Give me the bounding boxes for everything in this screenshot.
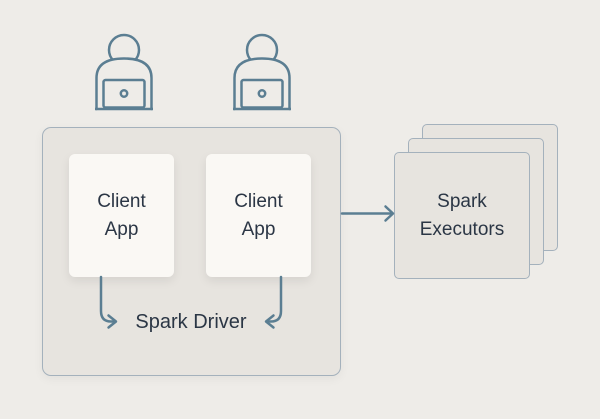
spark-executors-label-line2: Executors <box>419 218 505 240</box>
user-laptop-icon <box>233 33 291 111</box>
spark-driver-label: Spark Driver <box>135 311 247 333</box>
client-app-label-line1: Client <box>234 190 283 212</box>
client-app-label-line2: App <box>104 218 139 240</box>
client-app-box: Client App <box>69 154 174 277</box>
arrow-driver-to-executors <box>340 205 395 222</box>
client-app-label-line2: App <box>241 218 276 240</box>
spark-executors-box: Spark Executors <box>394 152 530 279</box>
user-laptop-icon <box>95 33 153 111</box>
client-app-label-line1: Client <box>97 190 146 212</box>
spark-executors-label-line1: Spark <box>437 190 487 212</box>
spark-driver-panel: Client App Client App <box>42 127 341 376</box>
client-app-box: Client App <box>206 154 311 277</box>
